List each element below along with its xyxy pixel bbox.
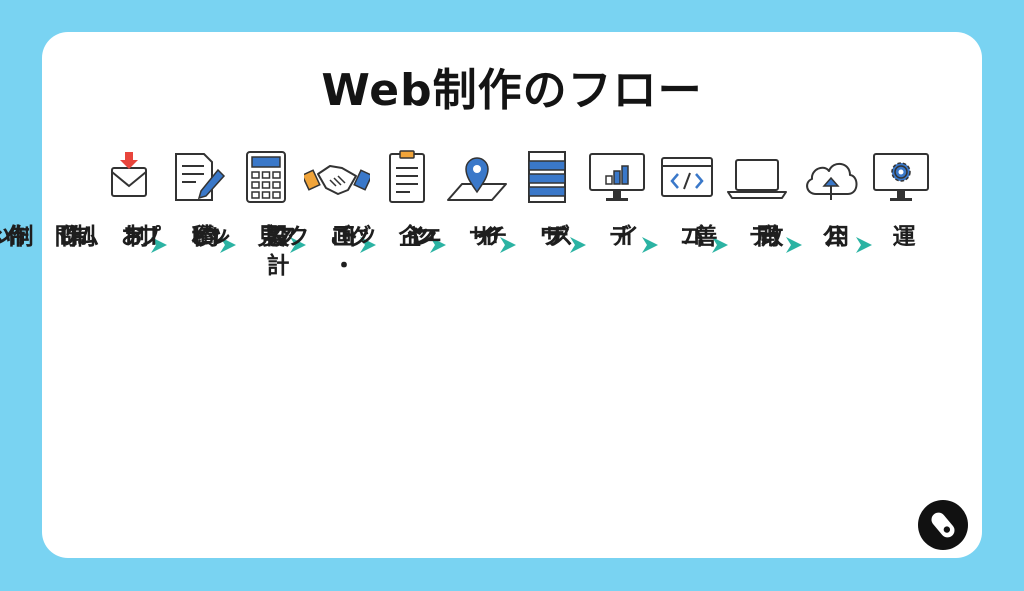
step-label: ヒアリング <box>0 224 210 253</box>
step-label: コーディング <box>344 224 700 253</box>
arrow-2 <box>218 235 238 255</box>
step-label: お問い合わせ <box>0 224 142 253</box>
map-pin-icon <box>444 150 510 208</box>
step-label: サイトマップ制作 <box>2 224 490 253</box>
wireframe-icon <box>514 150 580 208</box>
arrow-4 <box>358 235 378 255</box>
arrow-7 <box>568 235 588 255</box>
brand-logo <box>918 500 968 550</box>
arrow-11 <box>854 235 874 255</box>
arrow-5 <box>428 235 448 255</box>
calculator-icon <box>233 150 299 208</box>
step-label: デバイスチェック <box>282 224 770 253</box>
step-label: 公開 <box>752 224 844 253</box>
cloud-upload-icon <box>798 150 864 208</box>
code-window-icon <box>654 150 720 208</box>
page-title: Web制作のフロー <box>321 65 703 116</box>
flow-steps: お問い合わせ ヒアリング <box>0 32 982 558</box>
arrow-8 <box>640 235 660 255</box>
arrow-1 <box>149 235 169 255</box>
arrow-10 <box>784 235 804 255</box>
clipboard-icon <box>374 150 440 208</box>
document-pen-icon <box>164 150 230 208</box>
laptop-icon <box>724 150 790 208</box>
monitor-chart-icon <box>584 150 650 208</box>
flow-card: Web制作のフロー お問い合わせ <box>0 32 982 558</box>
step-label: 運用改善 <box>690 224 914 253</box>
monitor-gear-icon <box>868 150 934 208</box>
mail-inbox-icon <box>96 150 162 208</box>
step-label: 見積制作 <box>55 224 279 253</box>
step-label: ワイヤーフレーム制作 <box>6 224 560 253</box>
arrow-9 <box>710 235 730 255</box>
step-label: ご契約 <box>192 224 350 253</box>
step-label: デザイン <box>406 224 630 253</box>
step-label: 企画・設計 <box>262 224 420 282</box>
arrow-3 <box>288 235 308 255</box>
arrow-6 <box>498 235 518 255</box>
handshake-icon <box>304 150 370 208</box>
